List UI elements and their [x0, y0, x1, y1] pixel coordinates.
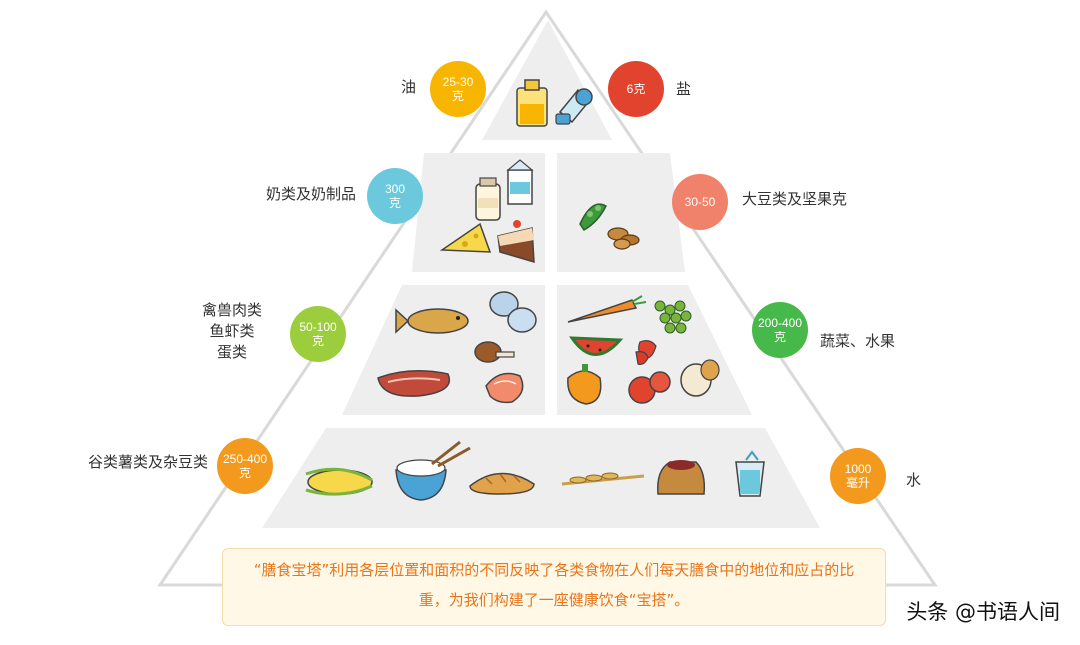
grain-label: 谷类薯类及杂豆类: [87, 453, 208, 471]
water-label: 水: [906, 471, 922, 489]
watermark-text: 头条 @书语人间: [906, 600, 1060, 624]
milk-bottle-icon: [475, 177, 501, 221]
water-amount-badge: 1000 毫升: [830, 448, 886, 504]
tier-2-right-band: [557, 153, 685, 272]
cake-icon: [497, 220, 535, 264]
watermelon-icon: [569, 336, 624, 356]
soy-amount-badge: 30-50: [672, 174, 728, 230]
veg-label: 蔬菜、水果: [820, 332, 896, 350]
shrimp-icon: [485, 372, 524, 404]
meat-label: 禽兽肉类 鱼虾类 蛋类: [201, 301, 262, 361]
soy-label: 大豆类及坚果克: [742, 190, 848, 208]
grain-sack-icon: [657, 460, 706, 495]
onion-icon: [680, 359, 720, 397]
strawberry-icon: [635, 340, 657, 365]
meat-icon: [377, 370, 451, 397]
salt-spoon-icon: [555, 88, 593, 125]
grapes-icon: [654, 300, 692, 334]
cheese-icon: [439, 222, 492, 253]
water-glass-icon: [735, 450, 765, 497]
grain-amount-badge: 250-400 克: [217, 438, 273, 494]
oil-bottle-icon: [516, 79, 548, 127]
pepper-icon: [567, 364, 602, 405]
oil-amount-badge: 25-30 克: [430, 61, 486, 117]
dairy-amount-badge: 300 克: [367, 168, 423, 224]
dairy-label: 奶类及奶制品: [265, 185, 356, 203]
chicken-leg-icon: [474, 341, 515, 363]
fish-icon: [395, 308, 469, 334]
soybean-icon: [579, 203, 607, 231]
salt-label: 盐: [676, 80, 692, 98]
meat-amount-badge: 50-100 克: [290, 306, 346, 362]
bread-icon: [469, 472, 535, 495]
nuts-icon: [607, 227, 640, 250]
tomato-icon: [628, 371, 671, 404]
wheat-icon: [561, 472, 645, 486]
corn-icon: [305, 467, 373, 496]
oil-label: 油: [400, 78, 416, 96]
tier-4-band: [262, 428, 820, 528]
rice-bowl-icon: [395, 440, 471, 501]
milk-carton-icon: [506, 159, 534, 205]
pyramid-caption: “膳食宝塔”利用各层位置和面积的不同反映了各类食物在人们每天膳食中的地位和应占的…: [222, 548, 886, 626]
eggs-icon: [489, 291, 537, 333]
carrot-icon: [567, 295, 647, 323]
veg-amount-badge: 200-400 克: [752, 302, 808, 358]
salt-amount-badge: 6克: [608, 61, 664, 117]
